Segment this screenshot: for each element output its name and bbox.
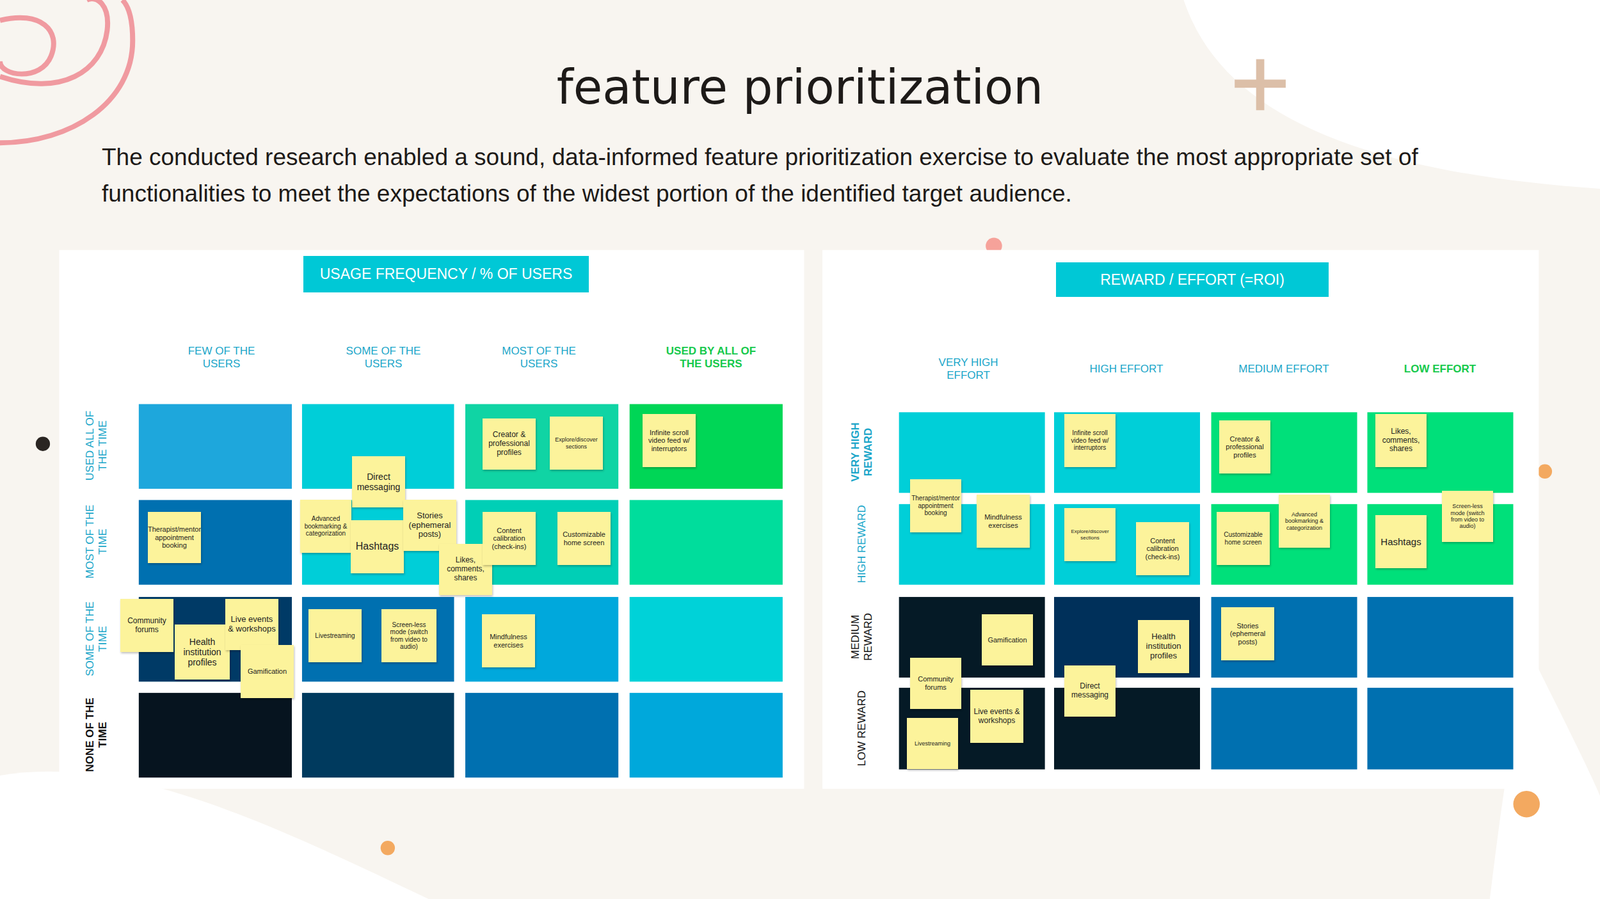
feature-name: Direct messaging — [1066, 682, 1113, 701]
feature-name: Likes, comments, shares — [1377, 427, 1424, 454]
sticky-note: Health institution profiles — [1137, 620, 1190, 674]
sticky-note: Likes, comments, shares — [1375, 414, 1427, 468]
sticky-note: Infinite scroll video feed w/ interrupto… — [642, 414, 696, 468]
feature-name: Customizable home screen — [1219, 531, 1268, 546]
feature-name: Therapist/mentor appointment booking — [911, 494, 960, 518]
sticky-note: Advanced bookmarking & categorization — [300, 499, 352, 553]
row-header: NONE OF THE TIME — [83, 695, 111, 776]
title: feature prioritization — [0, 58, 1600, 116]
caption: The conducted research enabled a sound, … — [101, 138, 1490, 213]
sticky-note: Creator & professional profiles — [1219, 420, 1271, 474]
feature-name: Explore/discover sections — [552, 436, 601, 450]
sticky-note: Explore/discover sections — [1064, 508, 1116, 562]
sticky-note: Live events & workshops — [970, 689, 1024, 744]
sticky-note: Health institution profiles — [174, 624, 230, 680]
feature-name: Mindfulness exercises — [484, 632, 533, 649]
feature-name: Gamification — [987, 636, 1027, 645]
feature-name: Hashtags — [1380, 536, 1421, 548]
sticky-note: Livestreaming — [308, 609, 362, 663]
section-header: USAGE FREQUENCY / % OF USERS — [303, 256, 589, 293]
feature-name: Customizable home screen — [560, 530, 608, 547]
feature-name: Livestreaming — [914, 740, 951, 747]
feature-name: Content calibration (check-ins) — [485, 526, 534, 552]
feature-name: Hashtags — [355, 540, 400, 553]
feature-name: Live events & workshops — [227, 615, 276, 635]
sticky-note: Advanced bookmarking & categorization — [1278, 494, 1330, 548]
feature-name: Health institution profiles — [177, 636, 228, 668]
sticky-note: Hashtags — [1375, 515, 1427, 569]
sticky-note: Stories (ephemeral posts) — [403, 499, 457, 552]
section-header: REWARD / EFFORT (=ROI) — [1056, 262, 1329, 297]
feature-name: Community forums — [122, 616, 171, 635]
row-header: MEDIUM REWARD — [849, 597, 876, 678]
sticky-note: Mindfulness exercises — [481, 614, 536, 668]
column-header: SOME OF THE USERS — [335, 344, 432, 372]
sticky-note: Gamification — [981, 614, 1033, 666]
row-header: HIGH REWARD — [855, 504, 869, 585]
header-text: REWARD / EFFORT (=ROI) — [1100, 271, 1285, 289]
sticky-note: Customizable home screen — [1216, 512, 1270, 566]
feature-name: Explore/discover sections — [1066, 528, 1113, 541]
column-header: MOST OF THE USERS — [490, 344, 587, 372]
feature-name: Screen-less mode (switch from video to a… — [1444, 503, 1491, 530]
sticky-note: Screen-less mode (switch from video to a… — [1441, 490, 1494, 543]
sticky-note: Direct messaging — [352, 456, 406, 508]
column-header: HIGH EFFORT — [1078, 362, 1175, 376]
column-header: MEDIUM EFFORT — [1235, 362, 1332, 376]
sticky-note: Gamification — [240, 645, 294, 699]
feature-name: Infinite scroll video feed w/ interrupto… — [1066, 429, 1113, 452]
sticky-note: Direct messaging — [1064, 665, 1116, 717]
row-header: VERY HIGH REWARD — [849, 412, 876, 493]
feature-name: Screen-less mode (switch from video to a… — [384, 621, 434, 651]
feature-name: Gamification — [247, 667, 287, 676]
column-header: VERY HIGH EFFORT — [920, 356, 1017, 383]
feature-name: Stories (ephemeral posts) — [1223, 622, 1272, 647]
feature-name: Community forums — [912, 675, 959, 692]
sticky-note: Creator & professional profiles — [482, 418, 536, 470]
header-text: USAGE FREQUENCY / % OF USERS — [320, 265, 573, 283]
sticky-note: Explore/discover sections — [549, 416, 603, 470]
sticky-note: Mindfulness exercises — [976, 494, 1030, 548]
sticky-note: Community forums — [120, 599, 174, 653]
feature-name: Health institution profiles — [1140, 632, 1187, 662]
sticky-note: Infinite scroll video feed w/ interrupto… — [1064, 414, 1116, 468]
column-header: LOW EFFORT — [1392, 362, 1488, 376]
feature-name: Creator & professional profiles — [1221, 435, 1268, 460]
row-header: USED ALL OF THE TIME — [83, 405, 111, 486]
feature-name: Stories (ephemeral posts) — [405, 511, 454, 541]
sticky-note: Stories (ephemeral posts) — [1221, 607, 1275, 661]
sticky-note: Therapist/mentor appointment booking — [910, 479, 962, 533]
feature-name: Creator & professional profiles — [485, 430, 534, 457]
sticky-note: Therapist/mentor appointment booking — [147, 512, 201, 564]
sticky-note: Screen-less mode (switch from video to a… — [381, 609, 437, 663]
sticky-note: Live events & workshops — [225, 599, 279, 651]
row-header: MOST OF THE TIME — [83, 501, 111, 582]
feature-name: Therapist/mentor appointment booking — [147, 525, 201, 550]
sticky-note: Hashtags — [350, 520, 404, 574]
feature-name: Livestreaming — [314, 632, 355, 640]
sticky-note: Community forums — [910, 657, 962, 710]
row-header: LOW REWARD — [855, 688, 869, 769]
feature-name: Advanced bookmarking & categorization — [302, 515, 349, 538]
column-header: USED BY ALL OF THE USERS — [663, 344, 760, 372]
feature-name: Advanced bookmarking & categorization — [1281, 511, 1328, 532]
column-header: FEW OF THE USERS — [173, 344, 270, 372]
sticky-note: Livestreaming — [906, 718, 959, 770]
feature-name: Mindfulness exercises — [979, 513, 1028, 530]
feature-name: Direct messaging — [354, 471, 403, 493]
feature-name: Live events & workshops — [972, 707, 1021, 726]
sticky-note: Content calibration (check-ins) — [1136, 522, 1190, 576]
feature-name: Infinite scroll video feed w/ interrupto… — [645, 428, 694, 454]
sticky-note: Content calibration (check-ins) — [482, 512, 536, 566]
feature-name: Content calibration (check-ins) — [1138, 536, 1187, 562]
row-header: SOME OF THE TIME — [83, 599, 111, 680]
sticky-note: Customizable home screen — [557, 512, 611, 566]
